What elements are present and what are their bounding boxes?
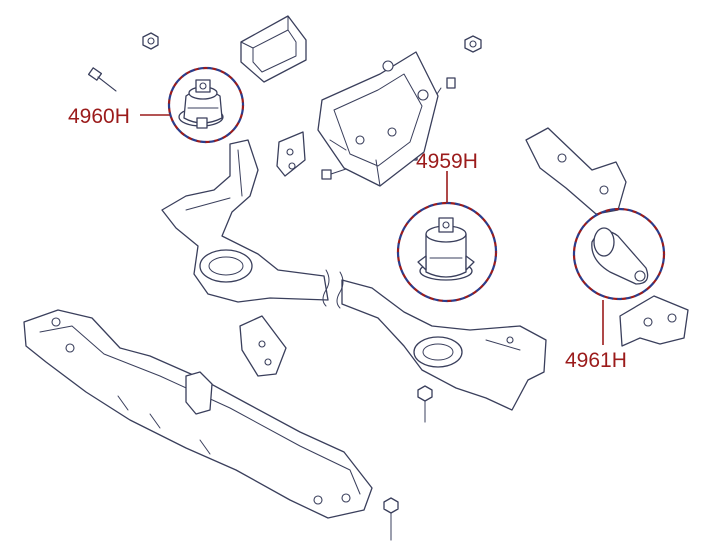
bracket-lower-right bbox=[619, 295, 689, 347]
torque-rod-bracket-upper bbox=[525, 127, 627, 215]
bolt-center-left bbox=[321, 167, 350, 180]
rear-crossmember bbox=[23, 309, 373, 519]
callout-label-4959H: 4959H bbox=[416, 150, 478, 173]
nut-top-left bbox=[142, 32, 159, 50]
engine-mount-right bbox=[417, 217, 475, 281]
callout-circle-4961H bbox=[572, 207, 666, 301]
engine-bracket-center bbox=[317, 51, 439, 187]
crossmember-left-arm bbox=[161, 139, 329, 303]
bolt-crossmember bbox=[417, 385, 433, 423]
bolt-bottom bbox=[383, 497, 399, 541]
small-bracket-center bbox=[239, 315, 287, 377]
plate-bracket bbox=[276, 131, 306, 177]
crossmember-break bbox=[322, 269, 344, 309]
callout-circle-4960H bbox=[167, 66, 245, 144]
nut-top-center bbox=[464, 35, 482, 53]
callout-label-4960H: 4960H bbox=[68, 105, 130, 128]
bolt-left bbox=[87, 67, 117, 92]
crossmember-right-arm bbox=[341, 279, 547, 411]
callout-label-4961H: 4961H bbox=[565, 349, 627, 372]
engine-mount-left bbox=[178, 79, 224, 129]
bracket-top bbox=[240, 15, 307, 83]
torque-rod-mount bbox=[591, 227, 649, 285]
